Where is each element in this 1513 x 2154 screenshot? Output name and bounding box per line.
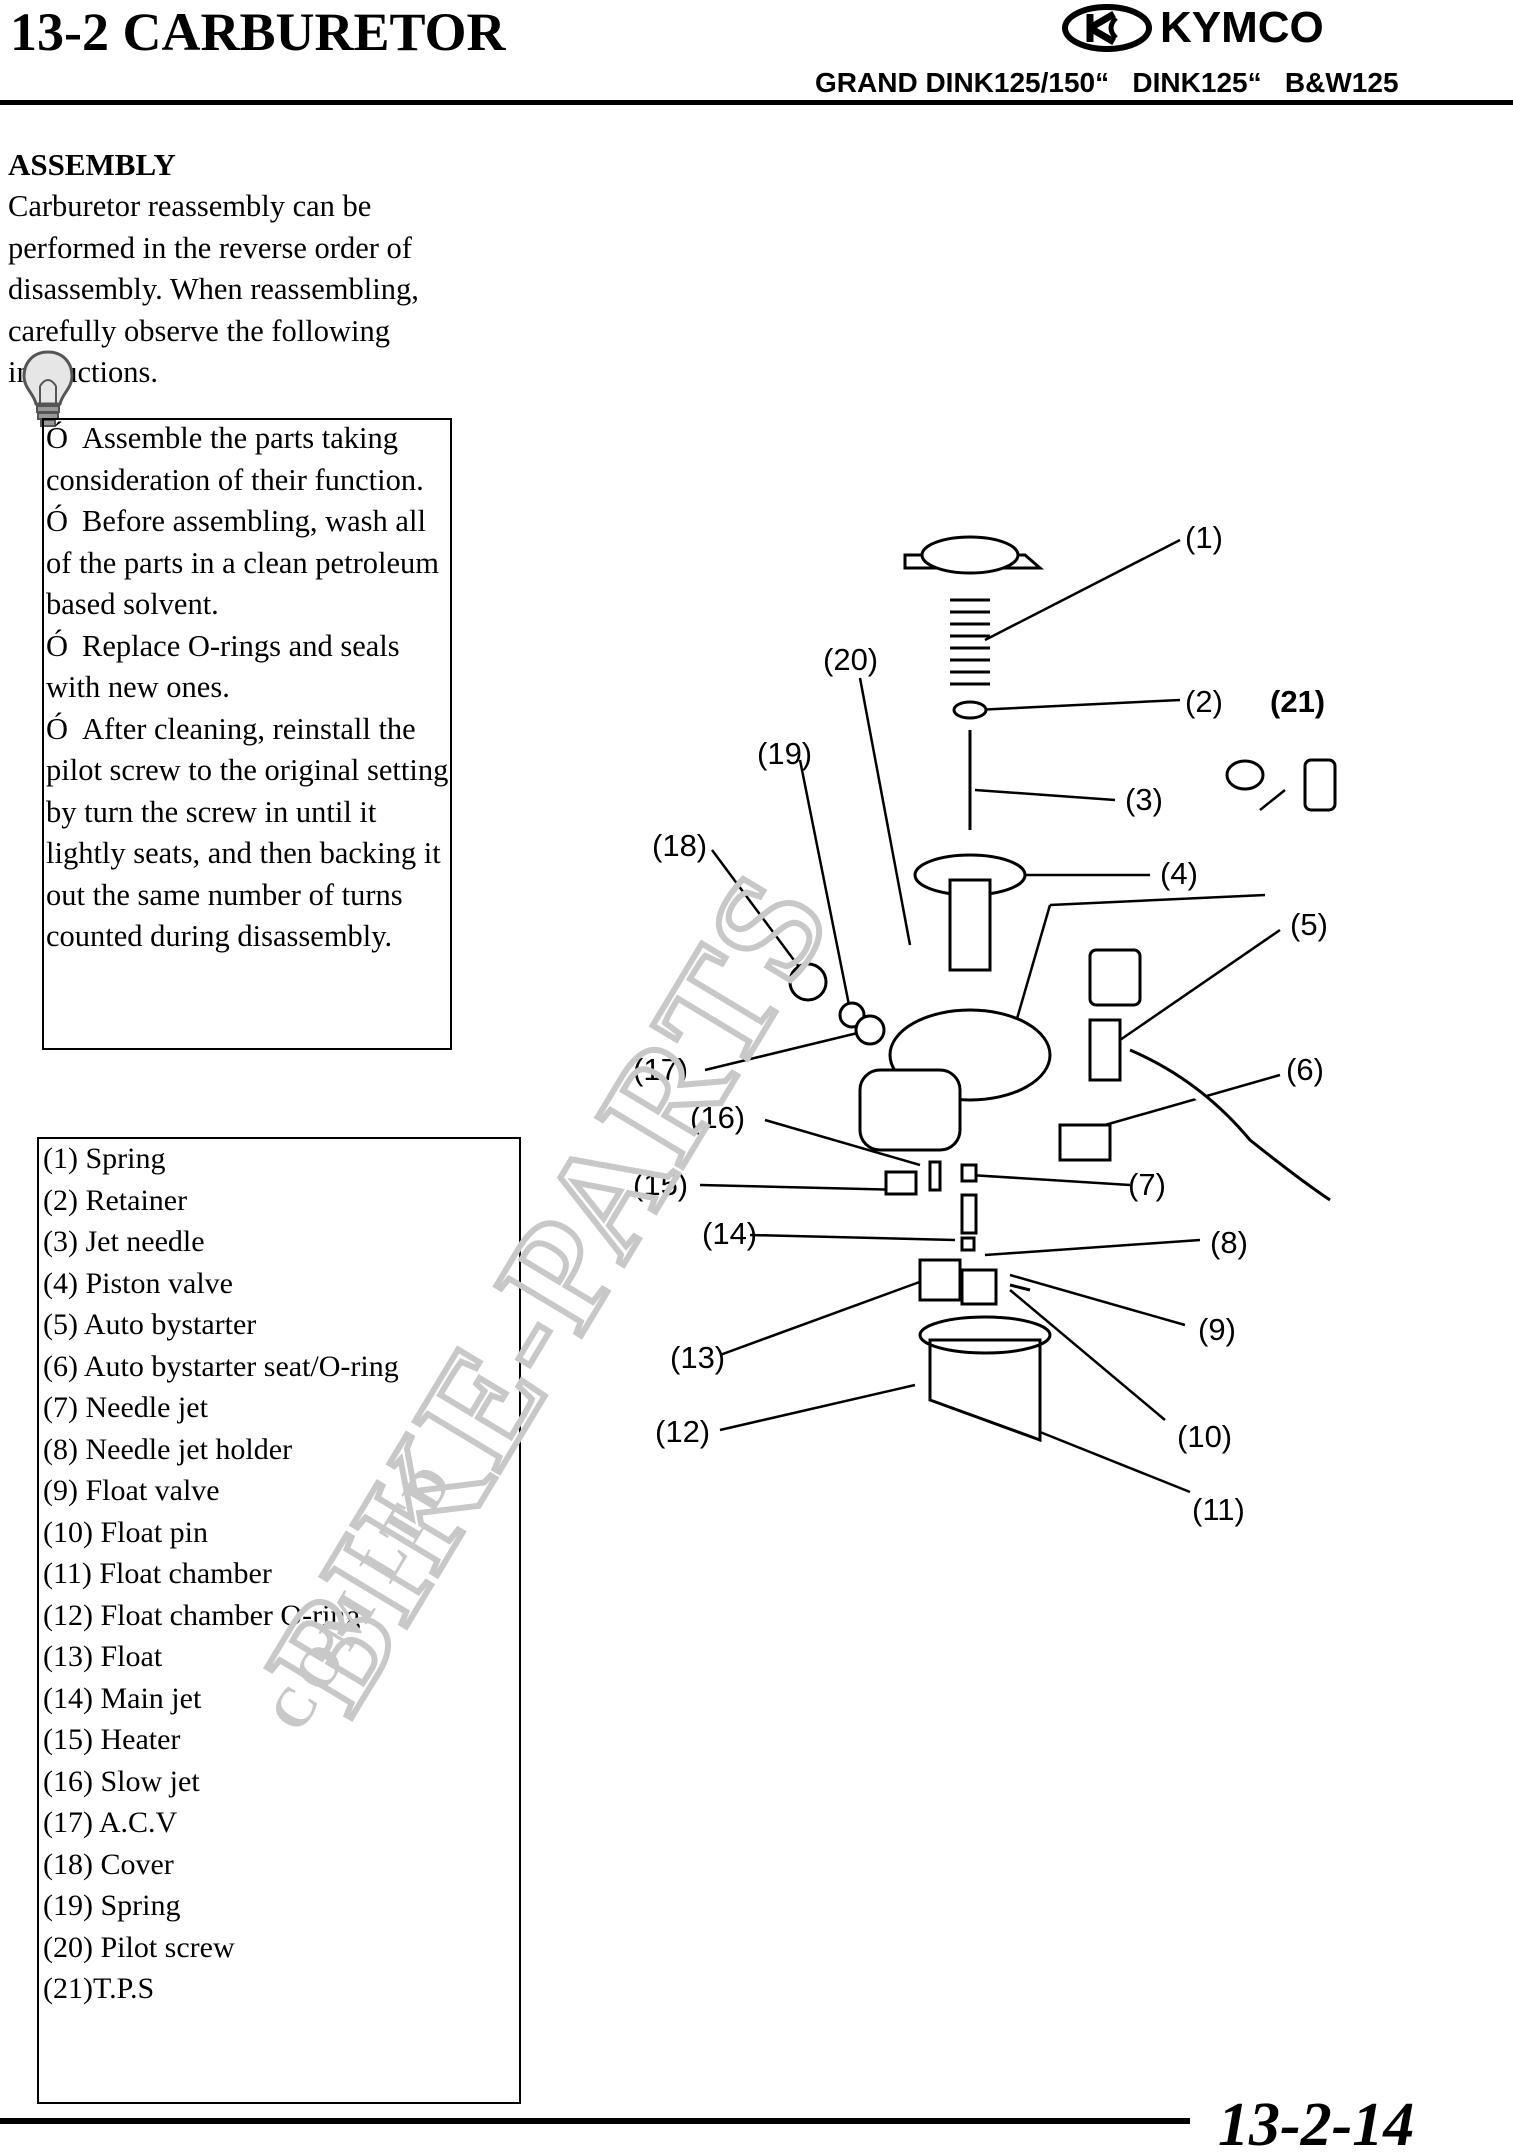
acv-cover-icon xyxy=(788,962,828,1002)
brand-logo: KYMCO xyxy=(1062,2,1392,54)
callout-label: (14) xyxy=(702,1216,757,1251)
callout-label: (2) xyxy=(1185,684,1223,719)
bullet-icon: Ó xyxy=(46,711,69,746)
model-line: GRAND DINK125/150“ DINK125“ B&W125 xyxy=(815,67,1399,98)
callout-label: (9) xyxy=(1198,1312,1236,1347)
cap-dome-icon xyxy=(920,535,1020,575)
part-item: (20) Pilot screw xyxy=(43,1930,235,1964)
acv-icon xyxy=(854,1014,886,1046)
kymco-emblem-icon xyxy=(1062,4,1152,52)
bystarter-cap-icon xyxy=(1088,948,1142,1007)
bullet-icon: Ó xyxy=(46,421,69,455)
part-item: (21)T.P.S xyxy=(43,1972,155,2005)
note-text: Before assembling, wash all of the parts… xyxy=(46,504,439,621)
slow-jet-icon xyxy=(928,1160,942,1192)
bystarter-seat-icon xyxy=(1058,1123,1112,1162)
part-item: (12) Float chamber O-ring xyxy=(43,1598,361,1632)
diagram-parts xyxy=(788,535,1337,1443)
part-item: (14) Main jet xyxy=(43,1681,202,1715)
section-heading: ASSEMBLY xyxy=(8,147,176,182)
needle-jet-holder-icon xyxy=(960,1193,978,1235)
intro-paragraph: Carburetor reassembly can be performed i… xyxy=(8,189,419,389)
header-rule xyxy=(0,100,1513,105)
callout-label: (15) xyxy=(633,1167,688,1202)
notes-box xyxy=(42,418,452,1050)
needle-jet-icon xyxy=(960,1163,978,1183)
diagram-leader-lines xyxy=(699,538,1286,1494)
callout-label: (12) xyxy=(655,1414,710,1449)
callout-label: (5) xyxy=(1290,907,1328,942)
part-item: (17) A.C.V xyxy=(43,1806,178,1839)
callout-label: (19) xyxy=(757,736,812,771)
callout-label: (8) xyxy=(1210,1225,1248,1260)
tps-sensor-icon xyxy=(1225,759,1265,791)
float-body-icon xyxy=(960,1268,998,1306)
parts-list-box xyxy=(37,1137,521,2104)
part-item: (5) Auto bystarter xyxy=(43,1308,257,1341)
callout-label: (20) xyxy=(823,642,878,677)
callout-label: (10) xyxy=(1177,1419,1232,1454)
brand-name: KYMCO xyxy=(1160,3,1324,52)
callout-label: (17) xyxy=(633,1052,688,1087)
tps-connector-icon xyxy=(1303,758,1337,812)
part-item: (3) Jet needle xyxy=(43,1225,205,1258)
parts-list: (1) Spring (2) Retainer (3) Jet needle (… xyxy=(43,1138,513,2010)
callout-label: (13) xyxy=(670,1340,725,1375)
part-item: (8) Needle jet holder xyxy=(43,1432,293,1466)
part-item: (18) Cover xyxy=(43,1847,174,1881)
main-jet-icon xyxy=(960,1236,976,1252)
heater-icon xyxy=(884,1170,918,1196)
part-item: (1) Spring xyxy=(43,1142,166,1175)
part-item: (4) Piston valve xyxy=(43,1266,233,1300)
part-item: (19) Spring xyxy=(43,1889,181,1922)
part-item: (15) Heater xyxy=(43,1723,181,1756)
retainer-icon xyxy=(952,700,988,720)
part-item: (2) Retainer xyxy=(43,1183,188,1217)
bullet-icon: Ó xyxy=(46,504,69,538)
part-item: (11) Float chamber xyxy=(43,1557,272,1590)
part-item: (7) Needle jet xyxy=(43,1391,208,1424)
note-text: Assemble the parts taking consideration … xyxy=(46,421,424,497)
part-item: (9) Float valve xyxy=(43,1474,220,1507)
part-item: (10) Float pin xyxy=(43,1515,208,1549)
note-text: After cleaning, reinstall the pilot scre… xyxy=(46,711,449,954)
bystarter-wire-icon xyxy=(1129,1048,1331,1202)
callout-label: (4) xyxy=(1160,856,1198,891)
callout-label: (1) xyxy=(1185,520,1223,555)
callout-label: (7) xyxy=(1128,1167,1166,1202)
callout-label: (21) xyxy=(1270,684,1325,719)
bullet-icon: Ó xyxy=(46,628,69,663)
callout-label: (11) xyxy=(1192,1492,1245,1527)
float-chamber-oring-icon xyxy=(918,1315,1052,1355)
part-item: (13) Float xyxy=(43,1640,163,1673)
diagram-callouts: (1) (2) (21) (20) (19) (3) (18) (4) (5) … xyxy=(633,520,1328,1527)
float-pin-icon xyxy=(1009,1283,1031,1292)
callout-label: (6) xyxy=(1286,1052,1324,1087)
callout-label: (3) xyxy=(1125,782,1163,817)
page-number: 13-2-14 xyxy=(1218,2091,1415,2154)
callout-label: (16) xyxy=(690,1100,745,1135)
part-item: (6) Auto bystarter seat/O-ring xyxy=(43,1349,399,1383)
bystarter-body-icon xyxy=(1088,1018,1122,1082)
carburetor-exploded-diagram: (1) (2) (21) (20) (19) (3) (18) (4) (5) … xyxy=(633,520,1337,1527)
page-title: 13-2 CARBURETOR xyxy=(10,2,506,62)
carburetor-intake-icon xyxy=(858,1068,962,1152)
piston-valve-icon xyxy=(948,878,992,972)
note-text: Replace O-rings and seals with new ones. xyxy=(46,628,400,705)
float-chamber-icon xyxy=(928,1338,1042,1443)
float-icon xyxy=(918,1258,962,1302)
footer-rule xyxy=(0,2118,1190,2124)
spring-icon xyxy=(950,598,990,686)
callout-label: (18) xyxy=(652,828,707,863)
lightbulb-icon xyxy=(22,350,74,427)
part-item: (16) Slow jet xyxy=(43,1764,200,1798)
